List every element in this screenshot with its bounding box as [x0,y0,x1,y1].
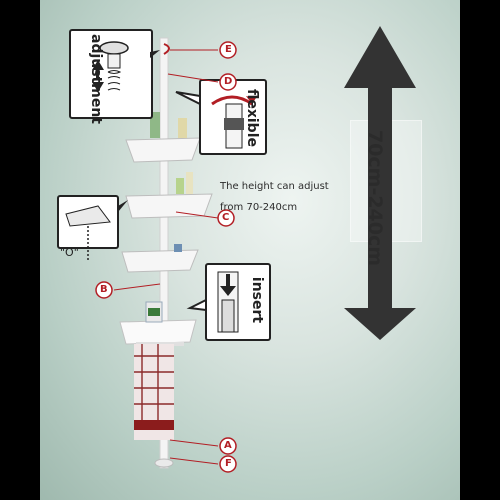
flexible-label: flexible [244,88,260,148]
marker-circles [95,41,237,473]
marker-f: F [225,458,232,469]
flexible-callout [175,79,267,155]
adjustment-label: adjustment [88,34,104,125]
shelf-4-with-towel [119,301,197,440]
insert-callout [186,263,271,341]
marker-b: B [100,284,108,295]
pole-foot [154,458,174,468]
caption-line-1: The height can adjust [220,181,329,192]
height-arrow [344,26,416,340]
shelf-1 [125,112,201,163]
marker-a: A [224,440,232,451]
height-range-label: 70cm-240cm [364,129,386,267]
insert-label: insert [249,276,265,324]
marker-e: E [225,44,232,55]
marker-c: C [222,212,230,223]
o-callout [57,195,128,260]
shelf-3 [121,244,199,273]
shelf-2 [125,172,213,219]
caption-line-2: from 70-240cm [220,202,298,213]
adjustment-callout [69,29,160,119]
marker-leaders [113,49,219,465]
joint-mark-e [163,43,170,55]
marker-d: D [224,76,233,87]
height-caption: The height can adjust from 70-240cm [220,176,360,218]
o-label: "O" [60,246,79,259]
